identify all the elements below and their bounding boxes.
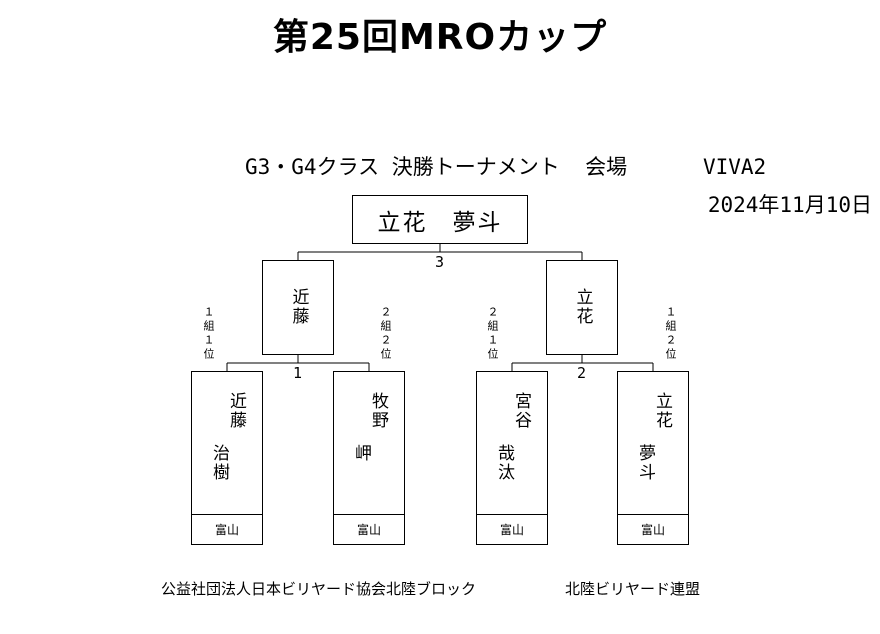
final-score: 3: [435, 253, 445, 271]
player-given-name: 夢斗: [635, 444, 655, 482]
page-title: 第25回MROカップ: [272, 17, 608, 58]
semifinal-name: 立花: [572, 288, 593, 326]
group-label: ２組２位: [379, 306, 392, 362]
event-date: 2024年11月10日: [707, 193, 872, 217]
player-given-name: 哉汰: [494, 444, 514, 482]
tournament-subtitle: G3・G4クラス 決勝トーナメント 会場 VIVA2: [245, 155, 767, 179]
player-given-name: 岬: [351, 444, 371, 463]
player-prefecture: 富山: [477, 514, 547, 544]
champion-box: 立花 夢斗: [352, 195, 528, 244]
footer-organizer: 公益社団法人日本ビリヤード協会北陸ブロック: [161, 580, 477, 598]
footer-federation: 北陸ビリヤード連盟: [565, 580, 701, 598]
player-box: 哉汰 宮谷 富山: [476, 371, 548, 545]
player-family-name: 立花: [652, 392, 672, 430]
semifinal-box-left: 近藤: [262, 260, 334, 355]
player-box: 夢斗 立花 富山: [617, 371, 689, 545]
semifinal-score-left: 1: [293, 364, 303, 382]
player-given-name: 治樹: [209, 444, 229, 482]
group-label: １組１位: [202, 306, 215, 362]
group-label: １組２位: [664, 306, 677, 362]
semifinal-box-right: 立花: [546, 260, 618, 355]
player-family-name: 近藤: [226, 392, 246, 430]
player-prefecture: 富山: [192, 514, 262, 544]
player-box: 治樹 近藤 富山: [191, 371, 263, 545]
player-prefecture: 富山: [334, 514, 404, 544]
player-family-name: 宮谷: [511, 392, 531, 430]
semifinal-name: 近藤: [288, 288, 309, 326]
group-label: ２組１位: [486, 306, 499, 362]
player-box: 岬 牧野 富山: [333, 371, 405, 545]
player-family-name: 牧野: [368, 392, 388, 430]
semifinal-score-right: 2: [577, 364, 587, 382]
player-prefecture: 富山: [618, 514, 688, 544]
